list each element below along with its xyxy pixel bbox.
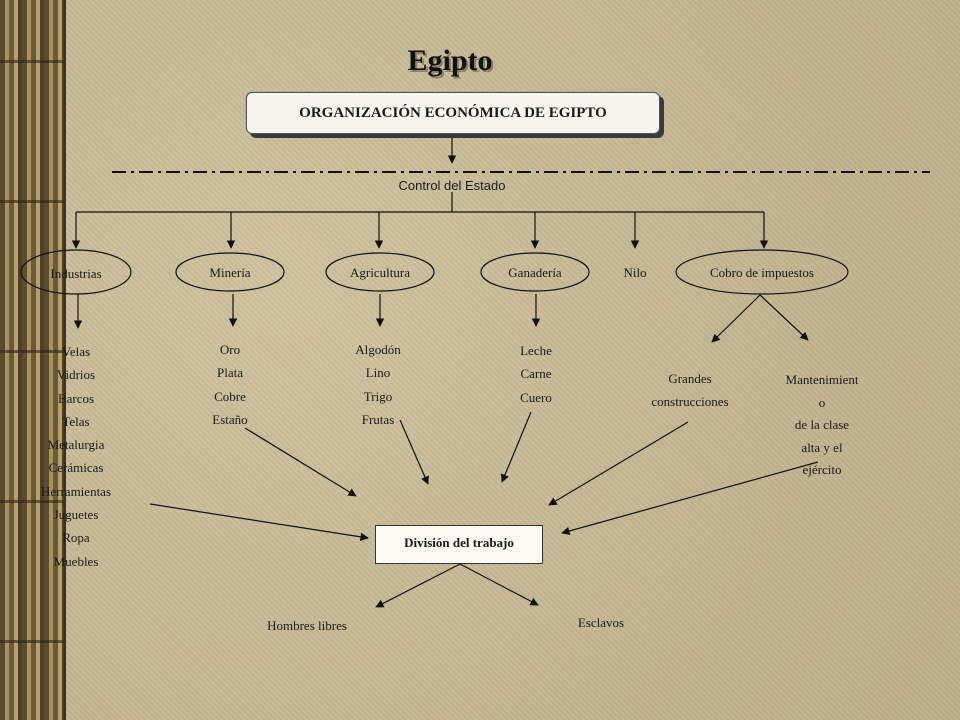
- page-title: Egipto: [407, 44, 493, 77]
- mantenimiento-clase-alta: Mantenimient o de la clase alta y el ejé…: [786, 369, 859, 482]
- sector-industrias: Industrias: [50, 266, 102, 281]
- sector-nilo: Nilo: [623, 265, 647, 280]
- list-item: Leche: [520, 343, 552, 358]
- ellipse-impuestos: [675, 249, 849, 295]
- sector-mineria: Minería: [209, 265, 251, 280]
- list-item: Vidrios: [56, 367, 96, 383]
- list-item: de la clase: [794, 417, 850, 432]
- list-item: Muebles: [53, 553, 99, 569]
- mineria-list: Oro Plata Cobre Estaño: [212, 338, 247, 431]
- ganaderia-list: Leche Carne Cuero: [520, 339, 552, 409]
- list-item: Herramientas: [40, 483, 112, 499]
- division-trabajo-node: División del trabajo: [375, 525, 543, 564]
- ellipse-agricultura: [325, 252, 435, 292]
- ellipse-mineria: [175, 252, 285, 292]
- list-item: Algodón: [355, 342, 401, 357]
- list-item: Frutas: [361, 411, 395, 427]
- hombres-libres-label: Hombres libres: [267, 618, 347, 633]
- list-item: Metalurgia: [47, 437, 105, 453]
- list-item: Oro: [219, 342, 241, 357]
- list-item: alta y el: [801, 439, 843, 455]
- ellipse-industrias: [20, 249, 132, 295]
- list-item: construcciones: [651, 394, 729, 410]
- list-item: Cerámicas: [48, 460, 104, 476]
- list-item: Trigo: [363, 388, 393, 404]
- list-item: Mantenimient: [785, 372, 859, 387]
- list-item: Estaño: [212, 411, 248, 427]
- sector-impuestos: Cobro de impuestos: [710, 265, 814, 280]
- sector-agricultura: Agricultura: [350, 265, 410, 280]
- list-item: Telas: [62, 413, 90, 429]
- ellipse-ganaderia: [480, 252, 590, 292]
- sector-ganaderia: Ganadería: [508, 265, 562, 280]
- list-item: Juguetes: [53, 507, 99, 523]
- list-item: o: [818, 394, 826, 410]
- root-node: ORGANIZACIÓN ECONÓMICA DE EGIPTO: [246, 92, 660, 134]
- list-item: Plata: [216, 365, 243, 381]
- list-item: Barcos: [57, 390, 95, 406]
- grandes-construcciones: Grandes construcciones: [651, 367, 728, 414]
- esclavos-label: Esclavos: [577, 615, 625, 630]
- decorative-border-strip: [0, 0, 64, 720]
- list-item: Carne: [520, 366, 552, 382]
- list-item: ejército: [802, 462, 842, 477]
- list-item: Cobre: [214, 388, 246, 404]
- agricultura-list: Algodón Lino Trigo Frutas: [355, 338, 401, 431]
- list-item: Lino: [365, 365, 391, 381]
- list-item: Ropa: [62, 530, 90, 546]
- industrias-list: Velas Vidrios Barcos Telas Metalurgia Ce…: [41, 340, 111, 573]
- list-item: Grandes: [668, 371, 712, 386]
- control-label: Control del Estado: [398, 178, 506, 193]
- list-item: Velas: [61, 344, 91, 359]
- list-item: Cuero: [520, 389, 552, 405]
